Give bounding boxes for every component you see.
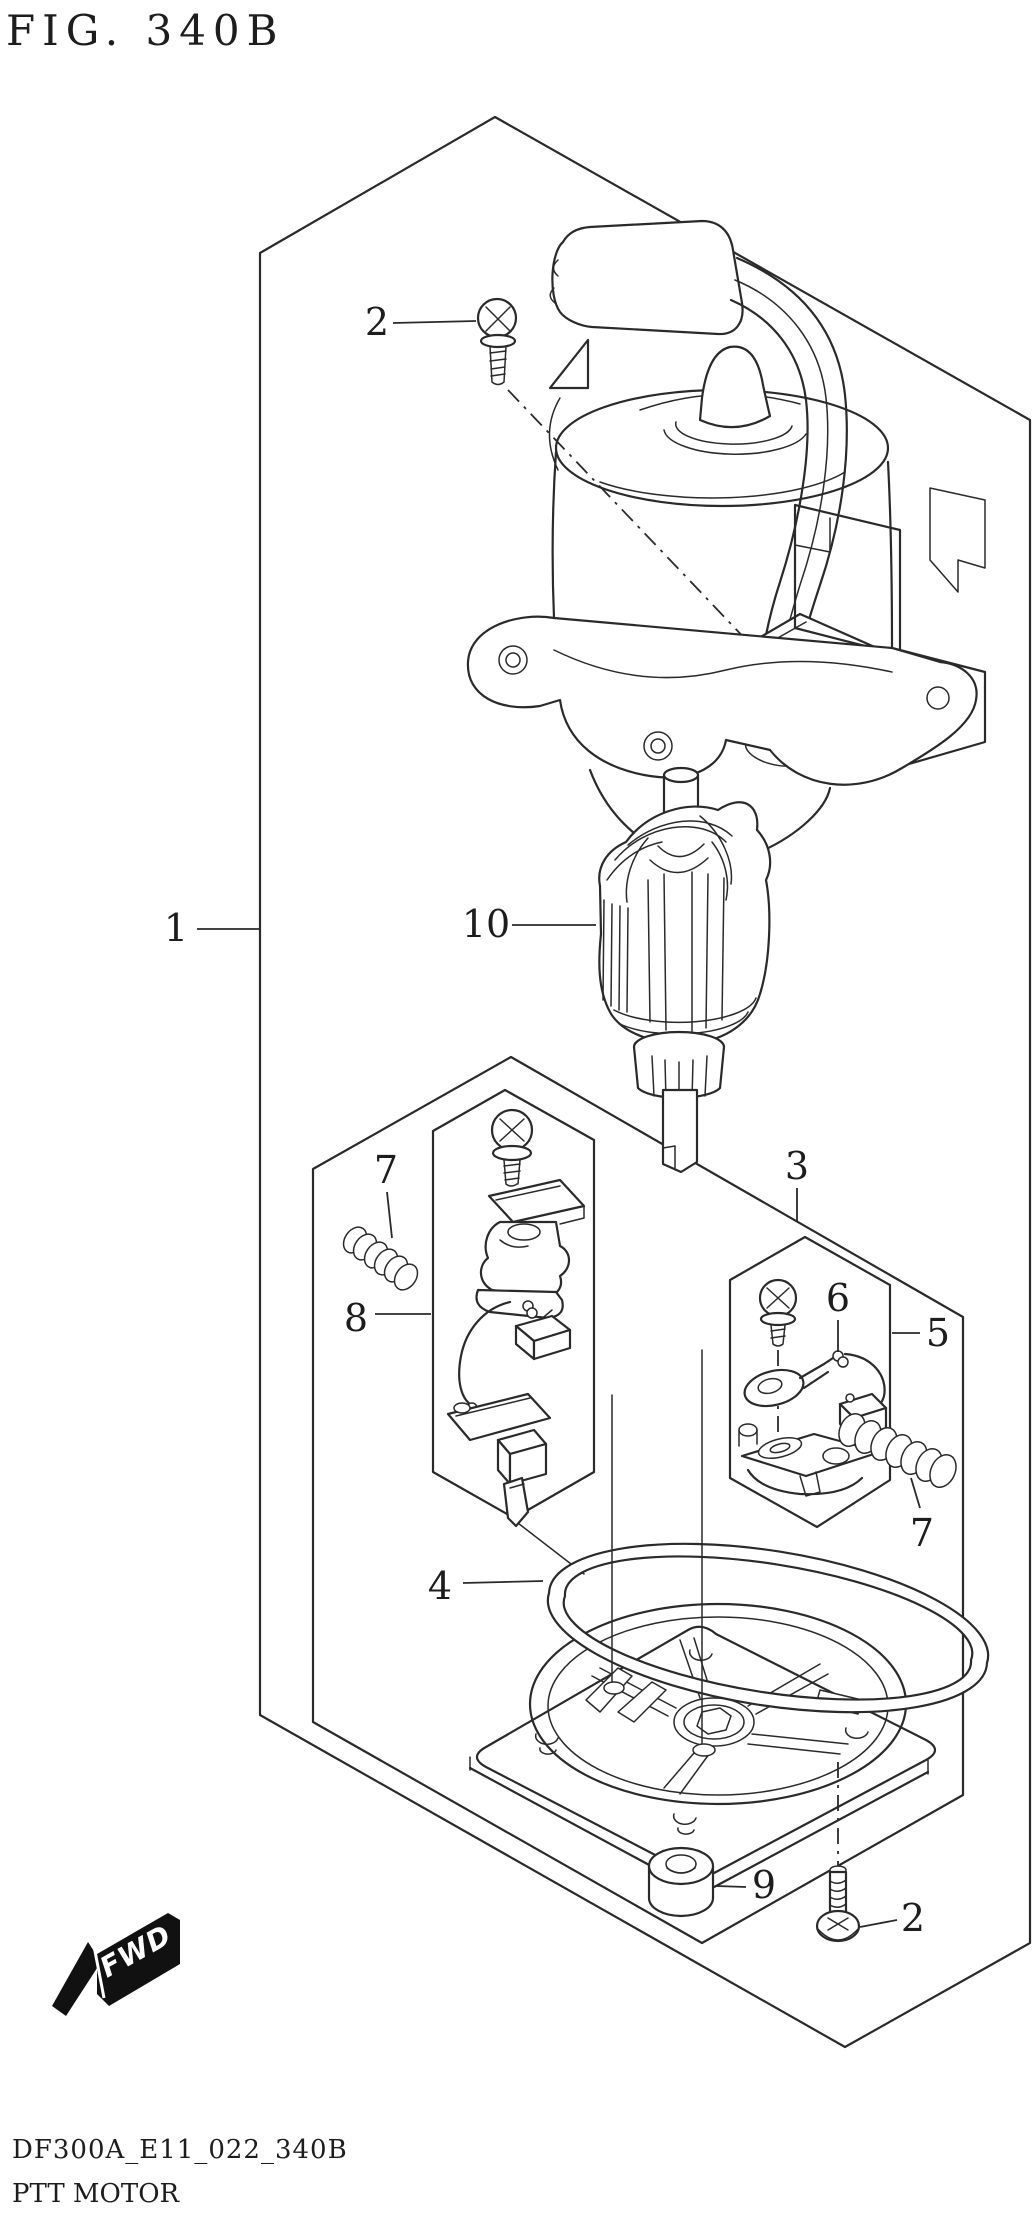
drawing-code: DF300A_E11_022_340B: [12, 2135, 348, 2165]
callout-7-right: 7: [910, 1511, 934, 1555]
drawing-caption: PTT MOTOR: [12, 2179, 180, 2209]
figure-title: FIG. 340B: [6, 6, 285, 55]
callout-leader-callout-9: [715, 1885, 747, 1888]
assembly-guide-lines: [603, 1349, 716, 1757]
grommet-art: [647, 1846, 715, 1918]
callout-4: 4: [428, 1564, 452, 1608]
callout-leader-callout-2-bottom: [859, 1919, 898, 1928]
callout-8: 8: [344, 1296, 368, 1340]
screw-art-bottom: [815, 1762, 861, 1943]
callout-2-bottom: 2: [901, 1896, 925, 1940]
callout-3: 3: [785, 1144, 809, 1188]
callout-layer: 1 2 2 3 4 5 6 7 7 8 9 10: [164, 300, 950, 1940]
callout-leader-callout-2-top: [392, 320, 477, 324]
callout-leader-callout-7-right: [910, 1477, 921, 1509]
brush-assembly-8-art: [446, 1108, 586, 1528]
spring-art-right: [838, 1413, 957, 1488]
callout-1: 1: [164, 906, 188, 950]
callout-6: 6: [826, 1276, 850, 1320]
callout-9: 9: [752, 1863, 776, 1907]
screw-art-top: [476, 297, 753, 647]
callout-10: 10: [462, 902, 510, 946]
ptt-motor-art: [466, 345, 987, 880]
outer-enclosure-outline: [258, 115, 1032, 2049]
callout-7-left: 7: [374, 1148, 398, 1192]
callout-5: 5: [926, 1311, 950, 1355]
callout-leader-callout-4: [462, 1580, 544, 1584]
brush-assembly-5-art: [738, 1278, 888, 1497]
armature-art: [598, 766, 772, 1174]
callout-leader-callout-7-left: [386, 1191, 393, 1239]
drawing-footer: DF300A_E11_022_340B PTT MOTOR: [12, 2128, 348, 2214]
o-ring-art: [546, 1542, 990, 1714]
spring-art-left: [342, 1226, 419, 1291]
brush-panel-5-outline: [728, 1235, 892, 1529]
fwd-arrow: FWD: [52, 1913, 180, 2016]
callout-2-top: 2: [365, 300, 389, 344]
wire-boot-art: [549, 219, 744, 336]
